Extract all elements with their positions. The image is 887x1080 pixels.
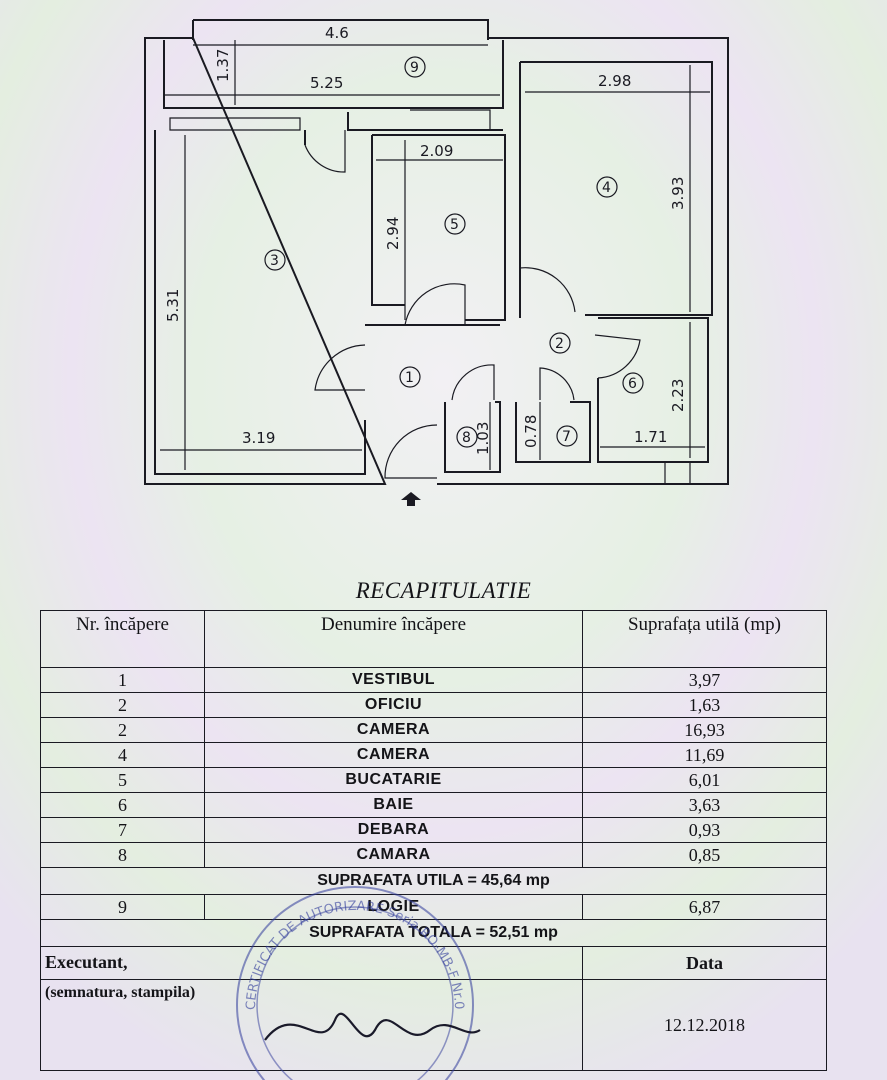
row-nr: 7 bbox=[40, 817, 205, 843]
room-number-8: 8 bbox=[462, 430, 471, 446]
row9-nr: 9 bbox=[40, 894, 205, 920]
recap-table: Nr. încăpere Denumire încăpere Suprafața… bbox=[40, 610, 827, 1071]
executant-label: Executant, bbox=[40, 946, 583, 980]
row-area: 6,01 bbox=[582, 767, 827, 793]
row-name: BUCATARIE bbox=[204, 767, 583, 793]
footer-row-2: (semnatura, stampila) 12.12.2018 bbox=[40, 979, 827, 1071]
room-number-9: 9 bbox=[410, 60, 419, 76]
header-nr: Nr. încăpere bbox=[40, 610, 205, 668]
useful-total-row: SUPRAFATA UTILA = 45,64 mp bbox=[40, 867, 827, 895]
dim-4-height: 3.93 bbox=[669, 177, 687, 210]
table-header-row: Nr. încăpere Denumire încăpere Suprafața… bbox=[40, 610, 827, 668]
header-area: Suprafața utilă (mp) bbox=[582, 610, 827, 668]
row-name: CAMERA bbox=[204, 717, 583, 743]
row9-area: 6,87 bbox=[582, 894, 827, 920]
row-area: 3,63 bbox=[582, 792, 827, 818]
row-name: BAIE bbox=[204, 792, 583, 818]
signature-label: (semnatura, stampila) bbox=[40, 979, 583, 1071]
row-name: DEBARA bbox=[204, 817, 583, 843]
row-area: 1,63 bbox=[582, 692, 827, 718]
room-number-7: 7 bbox=[562, 429, 571, 445]
room-number-5: 5 bbox=[450, 217, 459, 233]
entrance-arrow-icon bbox=[401, 492, 421, 506]
footer-row: Executant, Data bbox=[40, 946, 827, 980]
row-area: 11,69 bbox=[582, 742, 827, 768]
row-area: 0,93 bbox=[582, 817, 827, 843]
header-name: Denumire încăpere bbox=[204, 610, 583, 668]
dim-9-bottom: 5.25 bbox=[310, 74, 343, 92]
row-nr: 8 bbox=[40, 842, 205, 868]
door-arcs bbox=[304, 130, 641, 479]
dim-5-height: 2.94 bbox=[384, 217, 402, 250]
room-number-6: 6 bbox=[628, 376, 637, 392]
dim-9-height: 1.37 bbox=[214, 49, 232, 82]
row-name: CAMARA bbox=[204, 842, 583, 868]
dim-4-width: 2.98 bbox=[598, 72, 631, 90]
table-row: 9 LOGIE 6,87 bbox=[40, 894, 827, 920]
dim-7-height: 0.78 bbox=[522, 415, 540, 448]
grand-total-row: SUPRAFATA TOTALA = 52,51 mp bbox=[40, 919, 827, 947]
room-number-3: 3 bbox=[270, 253, 279, 269]
row-area: 16,93 bbox=[582, 717, 827, 743]
row-nr: 1 bbox=[40, 667, 205, 693]
row-nr: 2 bbox=[40, 692, 205, 718]
date-label: Data bbox=[582, 946, 827, 980]
row-name: OFICIU bbox=[204, 692, 583, 718]
row-area: 0,85 bbox=[582, 842, 827, 868]
dimension-lines bbox=[160, 40, 710, 470]
dim-9-top: 4.6 bbox=[325, 24, 349, 42]
dim-6-height: 2.23 bbox=[669, 379, 687, 412]
row-name: CAMERA bbox=[204, 742, 583, 768]
room-number-4: 4 bbox=[602, 180, 611, 196]
row-area: 3,97 bbox=[582, 667, 827, 693]
recap-title: RECAPITULATIE bbox=[355, 578, 532, 603]
room-number-2: 2 bbox=[555, 336, 564, 352]
row-nr: 4 bbox=[40, 742, 205, 768]
dim-8-height: 1.03 bbox=[474, 422, 492, 455]
dim-3-height: 5.31 bbox=[164, 289, 182, 322]
useful-total: SUPRAFATA UTILA = 45,64 mp bbox=[40, 867, 827, 895]
dim-5-width: 2.09 bbox=[420, 142, 453, 160]
floor-plan: 4.6 5.25 1.37 5.31 3.19 2.09 2.94 2.98 3… bbox=[144, 19, 729, 506]
row-name: VESTIBUL bbox=[204, 667, 583, 693]
dim-3-width: 3.19 bbox=[242, 429, 275, 447]
room-number-markers bbox=[264, 56, 644, 448]
date-value: 12.12.2018 bbox=[582, 979, 827, 1071]
dim-6-width: 1.71 bbox=[634, 428, 667, 446]
row-nr: 2 bbox=[40, 717, 205, 743]
room-number-1: 1 bbox=[405, 370, 414, 386]
row-nr: 5 bbox=[40, 767, 205, 793]
row-nr: 6 bbox=[40, 792, 205, 818]
row9-name: LOGIE bbox=[204, 894, 583, 920]
grand-total: SUPRAFATA TOTALA = 52,51 mp bbox=[40, 919, 827, 947]
outer-walls bbox=[144, 19, 729, 485]
